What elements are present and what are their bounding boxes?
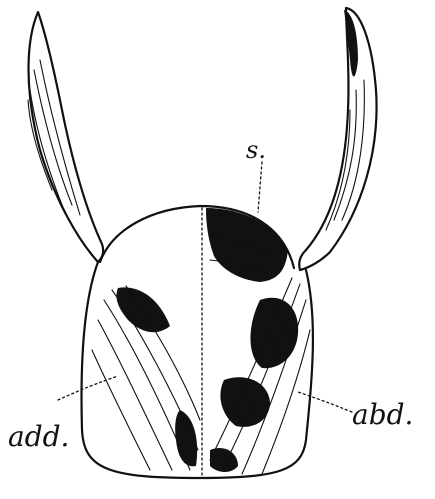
- leader-s: [258, 162, 262, 212]
- label-add: add.: [8, 420, 69, 453]
- leader-add: [58, 376, 118, 400]
- left-horn: [28, 12, 103, 262]
- leader-abd: [298, 392, 352, 412]
- right-horn: [299, 8, 376, 270]
- adductor-muscle: [92, 286, 200, 470]
- dome: [100, 206, 294, 282]
- label-s: s.: [246, 136, 266, 164]
- abductor-muscle: [210, 278, 310, 474]
- label-abd: abd.: [352, 398, 413, 431]
